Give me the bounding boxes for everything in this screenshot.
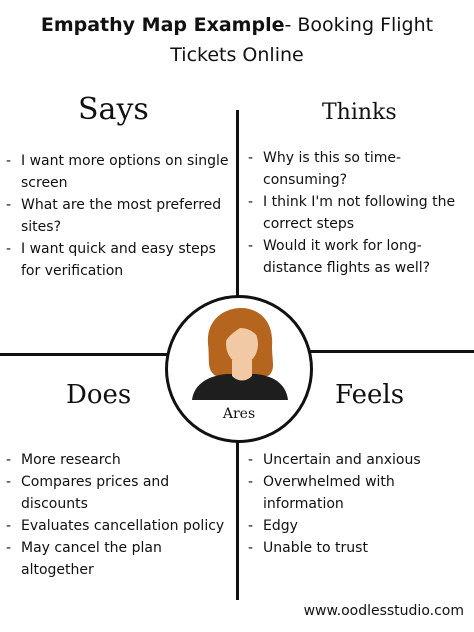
horizontal-divider-left	[0, 353, 168, 356]
persona-name: Ares	[222, 406, 256, 422]
footer-url: www.oodlesstudio.com	[303, 603, 464, 619]
list-item: Edgy	[248, 515, 470, 537]
does-heading: Does	[66, 380, 132, 410]
feels-list: Uncertain and anxious Overwhelmed with i…	[248, 449, 470, 559]
list-item: I want more options on single screen	[6, 150, 234, 194]
list-item: Overwhelmed with information	[248, 471, 470, 515]
list-item: More research	[6, 449, 236, 471]
list-item: Uncertain and anxious	[248, 449, 470, 471]
list-item: I think I'm not following the correct st…	[248, 191, 470, 235]
woman-avatar-icon	[192, 308, 288, 400]
horizontal-divider-right	[310, 350, 474, 353]
title-bold: Empathy Map Example	[40, 14, 285, 36]
page-title: Empathy Map Example- Booking Flight Tick…	[0, 10, 474, 70]
says-list: I want more options on single screen Wha…	[6, 150, 234, 282]
list-item: Would it work for long-distance flights …	[248, 235, 470, 279]
says-heading: Says	[78, 92, 149, 127]
list-item: May cancel the plan altogether	[6, 537, 236, 581]
list-item: Why is this so time-consuming?	[248, 147, 470, 191]
title-line-1: Empathy Map Example- Booking Flight	[0, 10, 474, 40]
thinks-list: Why is this so time-consuming? I think I…	[248, 147, 470, 279]
title-rest: - Booking Flight	[284, 14, 434, 36]
feels-heading: Feels	[335, 380, 405, 410]
does-list: More research Compares prices and discou…	[6, 449, 236, 581]
persona-circle: Ares	[165, 295, 313, 443]
list-item: Unable to trust	[248, 537, 470, 559]
list-item: I want quick and easy steps for verifica…	[6, 238, 234, 282]
list-item: Evaluates cancellation policy	[6, 515, 236, 537]
list-item: Compares prices and discounts	[6, 471, 236, 515]
thinks-heading: Thinks	[322, 100, 397, 125]
list-item: What are the most preferred sites?	[6, 194, 234, 238]
title-line-2: Tickets Online	[170, 44, 304, 66]
